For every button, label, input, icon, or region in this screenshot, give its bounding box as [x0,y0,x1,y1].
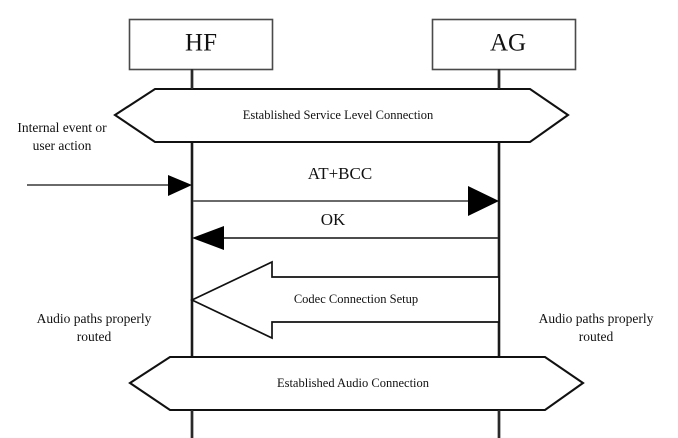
note-internal-event: Internal event or user action [17,120,107,153]
state-band-label-service-level: Established Service Level Connection [243,108,434,122]
message-ok: OK [192,210,498,250]
state-band-label-audio-connection: Established Audio Connection [277,376,430,390]
message-external-trigger [27,175,192,196]
message-codec-connection-setup[interactable]: Codec Connection Setup [190,260,500,340]
message-label-ok: OK [321,210,346,229]
actor-label-ag: AG [490,30,526,57]
actor-box-ag [431,18,577,71]
note-audio-routed-left-line2: routed [77,329,112,344]
block-arrow-codec-connection-setup [190,260,500,340]
actor-hf[interactable]: HF [128,18,274,71]
actor-ag[interactable]: AG [431,18,577,71]
note-audio-routed-left-line1: Audio paths properly [37,311,152,326]
state-band-hexagon-audio-connection [128,355,585,412]
note-audio-routed-right: Audio paths properly routed [539,311,654,344]
note-audio-routed-right-line1: Audio paths properly [539,311,654,326]
note-internal-event-line2: user action [33,138,92,153]
message-label-at-bcc: AT+BCC [308,164,372,183]
state-band-service-level[interactable]: Established Service Level Connection [113,87,570,144]
arrowhead-ok [192,226,224,250]
state-band-audio-connection[interactable]: Established Audio Connection [128,355,585,412]
arrowhead-external-trigger [168,175,192,196]
state-band-hexagon-service-level [113,87,570,144]
note-audio-routed-left: Audio paths properly routed [37,311,152,344]
note-internal-event-line1: Internal event or [17,120,107,135]
actor-label-hf: HF [185,30,217,57]
note-audio-routed-right-line2: routed [579,329,614,344]
arrowhead-at-bcc [468,186,499,216]
message-at-bcc: AT+BCC [193,164,499,216]
message-label-codec-connection-setup: Codec Connection Setup [294,292,418,306]
actor-box-hf [128,18,274,71]
